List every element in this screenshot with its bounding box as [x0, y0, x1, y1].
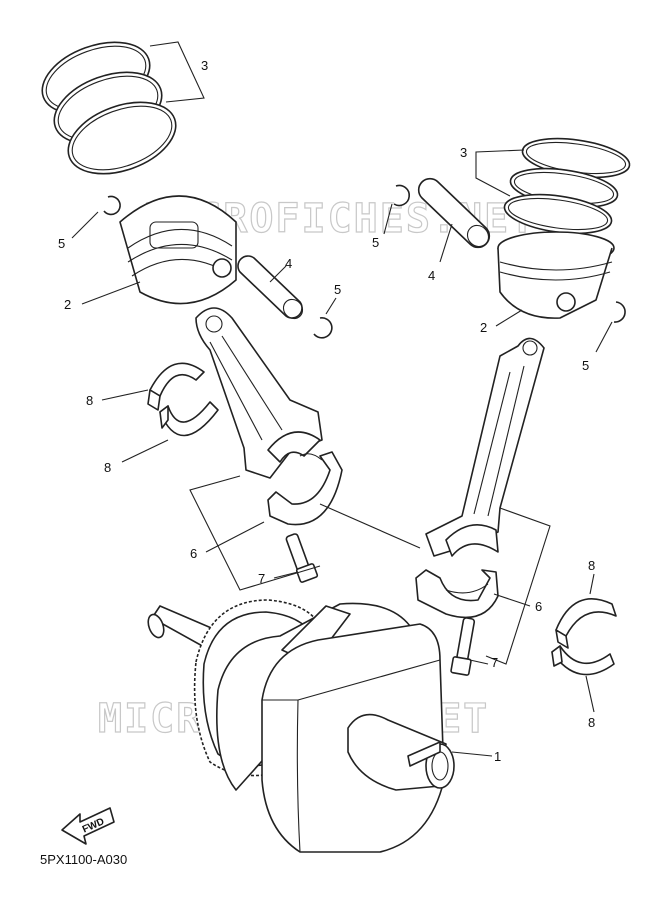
callout-4-left: 4 [285, 256, 292, 271]
callout-8-right-upper: 8 [588, 558, 595, 573]
circlip-right-upper[interactable] [393, 184, 410, 207]
bearing-left-upper[interactable] [147, 362, 205, 411]
circlip-left-lower[interactable] [313, 317, 333, 339]
circlip-left-upper[interactable] [103, 195, 121, 216]
callout-8-left-lower: 8 [104, 460, 111, 475]
crankshaft[interactable] [145, 599, 455, 853]
callout-5-right-lower: 5 [582, 358, 589, 373]
bearing-right-lower[interactable] [551, 645, 615, 676]
bearing-left-lower[interactable] [159, 401, 219, 437]
piston-pin-right[interactable] [417, 177, 493, 251]
callout-8-right-lower: 8 [588, 715, 595, 730]
piston-pin-left[interactable] [237, 255, 306, 322]
callout-5-left-upper: 5 [58, 236, 65, 251]
callout-7-left: 7 [258, 571, 265, 586]
forward-arrow-icon: FWD [61, 807, 115, 845]
callout-3-right: 3 [460, 145, 467, 160]
circlip-right-lower[interactable] [613, 301, 626, 323]
bearing-right-upper[interactable] [555, 598, 617, 649]
callout-3-left: 3 [201, 58, 208, 73]
callout-6-left: 6 [190, 546, 197, 561]
callout-7-right: 7 [491, 655, 498, 670]
piston-rings-right[interactable] [502, 133, 632, 240]
rod-cap-left[interactable] [267, 451, 343, 526]
callout-2-left: 2 [64, 297, 71, 312]
callout-5-right-upper: 5 [372, 235, 379, 250]
piston-right[interactable] [497, 231, 615, 319]
rod-bolt-right[interactable] [450, 617, 476, 676]
callout-6-right: 6 [535, 599, 542, 614]
rod-cap-right[interactable] [415, 569, 499, 619]
callout-1: 1 [494, 749, 501, 764]
callout-8-left-upper: 8 [86, 393, 93, 408]
callout-4-right: 4 [428, 268, 435, 283]
piston-rings-left[interactable] [32, 29, 185, 187]
piston-left[interactable] [119, 195, 237, 305]
callout-2-right: 2 [480, 320, 487, 335]
connecting-rod-left[interactable] [195, 307, 323, 479]
diagram-code: 5PX1100-A030 [40, 852, 127, 867]
connecting-rod-right[interactable] [425, 337, 545, 557]
callout-5-left-lower: 5 [334, 282, 341, 297]
